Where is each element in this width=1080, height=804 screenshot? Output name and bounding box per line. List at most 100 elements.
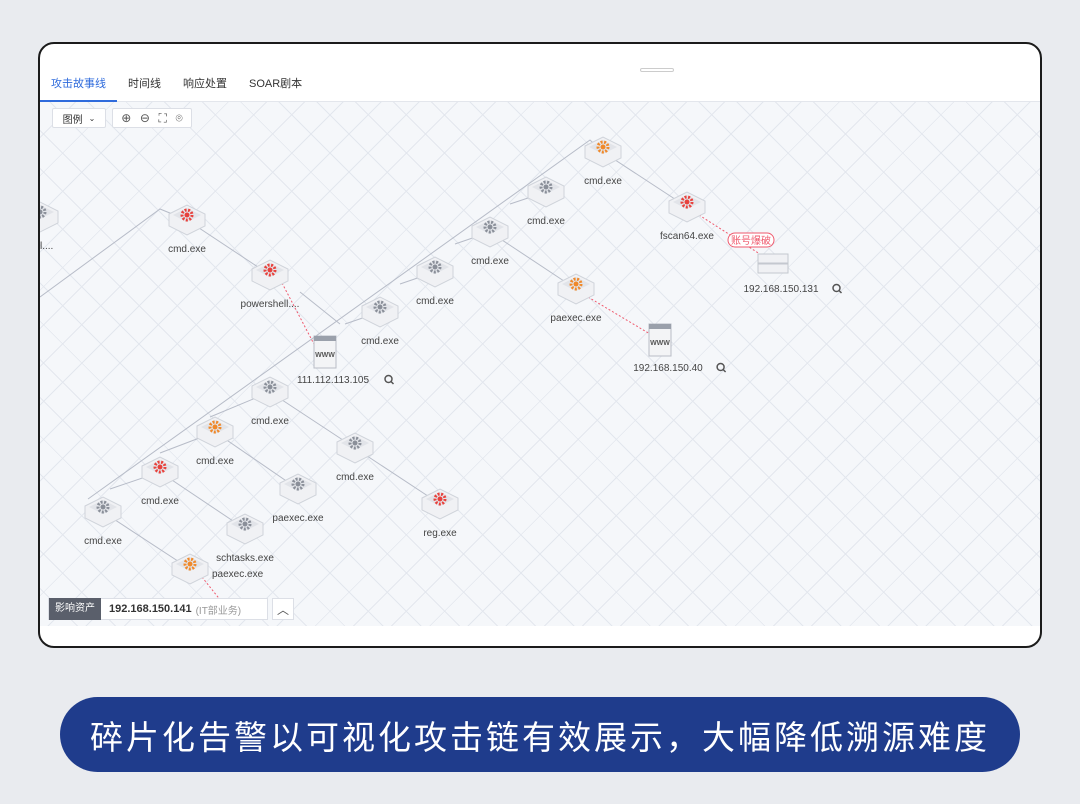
gear-icon bbox=[483, 220, 497, 234]
graph-edge bbox=[299, 291, 341, 325]
attack-graph[interactable]: 账号爆破 hell.... cmd.exe powershell.... WWW 111.… bbox=[40, 102, 1040, 626]
tab-response[interactable]: 响应处置 bbox=[183, 78, 227, 90]
search-icon-handle bbox=[722, 368, 727, 373]
search-icon[interactable] bbox=[832, 283, 841, 293]
tab-bar: 攻击故事线 时间线 响应处置 SOAR剧本 bbox=[40, 74, 1040, 102]
gear-icon bbox=[183, 557, 197, 571]
node-label: cmd.exe bbox=[584, 176, 622, 187]
node-label: hell.... bbox=[40, 241, 53, 252]
gear-icon-core bbox=[543, 184, 549, 190]
attack-edge bbox=[698, 214, 764, 257]
gear-icon bbox=[263, 263, 277, 277]
zoom-out-icon[interactable]: ⊖ bbox=[139, 111, 150, 125]
gear-icon bbox=[596, 140, 610, 154]
attack-edge bbox=[281, 282, 316, 347]
graph-edge bbox=[40, 208, 188, 298]
node-label: paexec.exe bbox=[212, 569, 264, 580]
gear-icon bbox=[40, 205, 47, 219]
gear-icon-core bbox=[184, 212, 190, 218]
web-page-icon-text: WWW bbox=[650, 340, 670, 347]
affected-asset-label: 影响资产 bbox=[49, 598, 101, 620]
gear-icon-core bbox=[295, 481, 301, 487]
gear-icon-core bbox=[40, 209, 43, 215]
gear-icon-core bbox=[684, 199, 690, 205]
reset-icon[interactable]: ⌾ bbox=[175, 111, 183, 125]
edge-tag-label: 账号爆破 bbox=[731, 234, 771, 247]
gear-icon-core bbox=[100, 504, 106, 510]
search-icon[interactable] bbox=[716, 362, 725, 372]
affected-asset-group: (IT部业务) bbox=[195, 605, 242, 617]
gear-icon-core bbox=[212, 424, 218, 430]
gear-icon bbox=[680, 195, 694, 209]
node-label: cmd.exe bbox=[196, 456, 234, 467]
node-label: paexec.exe bbox=[272, 513, 324, 524]
caption-banner: 碎片化告警以可视化攻击链有效展示，大幅降低溯源难度 bbox=[60, 697, 1020, 772]
gear-icon-core bbox=[157, 464, 163, 470]
gear-icon-core bbox=[573, 281, 579, 287]
node-label: schtasks.exe bbox=[216, 553, 274, 564]
node-label: cmd.exe bbox=[361, 336, 399, 347]
gear-icon-core bbox=[267, 384, 273, 390]
tab-soar-playbook[interactable]: SOAR剧本 bbox=[249, 78, 303, 90]
legend-dropdown[interactable]: 图例 ⌄ bbox=[52, 108, 106, 128]
gear-icon-core bbox=[377, 304, 383, 310]
gear-icon-core bbox=[187, 561, 193, 567]
node-label: powershell.... bbox=[241, 299, 300, 310]
node-label: cmd.exe bbox=[141, 496, 179, 507]
web-page-icon-text: WWW bbox=[315, 352, 335, 359]
search-icon-handle bbox=[838, 289, 843, 294]
node-label: fscan64.exe bbox=[660, 231, 714, 242]
web-page-icon-bar bbox=[314, 336, 336, 341]
gear-icon bbox=[96, 500, 110, 514]
gear-icon bbox=[263, 380, 277, 394]
graph-edge bbox=[269, 391, 356, 449]
graph-edge bbox=[602, 151, 688, 208]
graph-edge bbox=[489, 231, 577, 290]
graph-edge bbox=[214, 431, 299, 490]
zoom-in-icon[interactable]: ⊕ bbox=[121, 111, 132, 125]
node-label: cmd.exe bbox=[251, 416, 289, 427]
node-label: cmd.exe bbox=[336, 472, 374, 483]
server-icon bbox=[757, 253, 789, 264]
drag-handle[interactable] bbox=[640, 68, 674, 72]
gear-icon-core bbox=[487, 224, 493, 230]
graph-edge bbox=[186, 219, 271, 276]
gear-icon bbox=[428, 260, 442, 274]
node-label: 111.112.113.105 bbox=[297, 375, 370, 386]
gear-icon-core bbox=[267, 267, 273, 273]
attack-story-panel: 攻击故事线 时间线 响应处置 SOAR剧本 账号爆破 hell.... cmd.ex… bbox=[38, 42, 1042, 648]
node-label: paexec.exe bbox=[550, 313, 602, 324]
fit-icon[interactable]: ⛶ bbox=[158, 111, 167, 125]
legend-label: 图例 bbox=[62, 114, 83, 126]
search-icon[interactable] bbox=[384, 374, 393, 384]
gear-icon-core bbox=[600, 144, 606, 150]
graph-edge bbox=[159, 471, 246, 530]
collapse-button[interactable]: ︿ bbox=[272, 598, 294, 620]
gear-icon bbox=[373, 300, 387, 314]
node-label: reg.exe bbox=[423, 528, 457, 539]
server-icon bbox=[757, 263, 789, 274]
gear-icon-core bbox=[242, 521, 248, 527]
graph-edge bbox=[102, 511, 191, 570]
node-label: 192.168.150.40 bbox=[633, 363, 703, 374]
gear-icon bbox=[238, 517, 252, 531]
node-label: cmd.exe bbox=[416, 296, 454, 307]
chevron-down-icon: ⌄ bbox=[88, 113, 96, 123]
gear-icon-core bbox=[437, 496, 443, 502]
node-label: cmd.exe bbox=[527, 216, 565, 227]
graph-canvas[interactable]: 账号爆破 hell.... cmd.exe powershell.... WWW 111.… bbox=[40, 102, 1040, 626]
node-label: 192.168.150.131 bbox=[743, 284, 819, 295]
node-label: cmd.exe bbox=[84, 536, 122, 547]
gear-icon bbox=[180, 208, 194, 222]
gear-icon-core bbox=[352, 440, 358, 446]
affected-asset-bar[interactable]: 影响资产 192.168.150.141 (IT部业务) bbox=[48, 598, 269, 620]
gear-icon bbox=[569, 277, 583, 291]
gear-icon bbox=[153, 460, 167, 474]
graph-edge bbox=[354, 447, 441, 505]
zoom-toolbar: ⊕ ⊖ ⛶ ⌾ bbox=[112, 108, 192, 128]
node-label: cmd.exe bbox=[168, 244, 206, 255]
attack-edge bbox=[587, 296, 651, 335]
chevron-up-icon: ︿ bbox=[276, 602, 289, 617]
tab-timeline[interactable]: 时间线 bbox=[128, 78, 161, 90]
tab-attack-storyline[interactable]: 攻击故事线 bbox=[40, 74, 117, 102]
